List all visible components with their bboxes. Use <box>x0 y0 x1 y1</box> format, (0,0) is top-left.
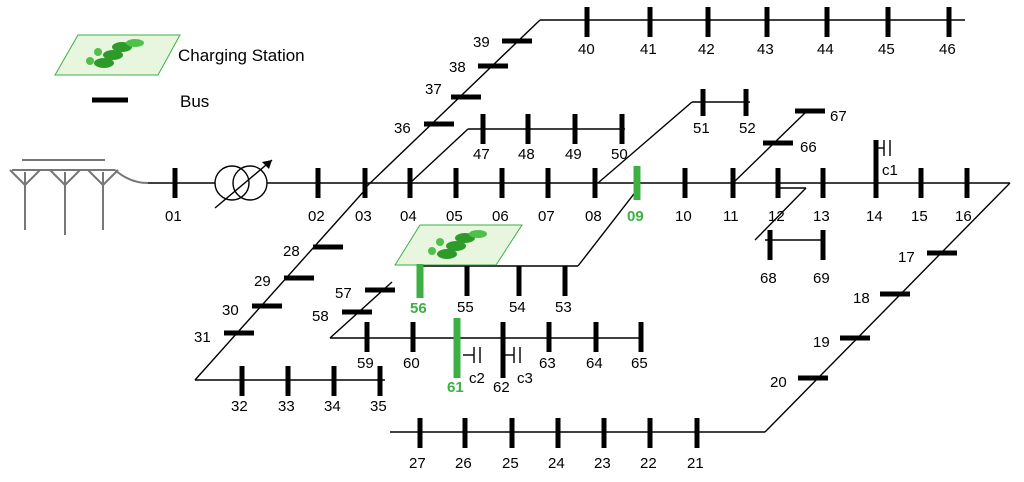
bus-label-45: 45 <box>878 41 895 58</box>
bus-label-35: 35 <box>370 398 387 415</box>
bus-label-30: 30 <box>222 302 239 319</box>
bus-label-34: 34 <box>324 398 341 415</box>
bus-label-57: 57 <box>335 285 352 302</box>
bus-label-04: 04 <box>400 208 417 225</box>
bus-label-58: 58 <box>312 308 329 325</box>
bus-label-44: 44 <box>817 41 834 58</box>
bus-label-27: 27 <box>409 455 426 472</box>
bus-label-14: 14 <box>866 208 883 225</box>
bus-label-09: 09 <box>627 208 644 225</box>
bus-markers <box>172 7 970 448</box>
bus-label-21: 21 <box>687 455 704 472</box>
bus-labels: 01 02 03 04 05 06 07 08 09 10 11 12 13 1… <box>165 34 972 472</box>
charging-station-icon <box>54 34 181 76</box>
bus-label-31: 31 <box>194 329 211 346</box>
bus-label-16: 16 <box>955 208 972 225</box>
bus-label-10: 10 <box>675 208 692 225</box>
bus-label-26: 26 <box>455 455 472 472</box>
bus-label-52: 52 <box>739 120 756 137</box>
bus-label-61: 61 <box>447 379 464 396</box>
bus-label-46: 46 <box>939 41 956 58</box>
bus-label-20: 20 <box>770 374 787 391</box>
bus-label-03: 03 <box>355 208 372 225</box>
bus-label-11: 11 <box>723 208 739 225</box>
capacitor-label-c2: c2 <box>469 370 485 387</box>
bus-label-60: 60 <box>403 355 420 372</box>
bus-label-29: 29 <box>254 273 271 290</box>
bus-label-37: 37 <box>425 81 442 98</box>
capacitor-label-c1: c1 <box>882 162 898 179</box>
bus-label-53: 53 <box>555 299 572 316</box>
bus-label-68: 68 <box>760 270 777 287</box>
charging-station-icon <box>394 224 523 266</box>
bus-label-38: 38 <box>449 59 466 76</box>
bus-label-28: 28 <box>283 243 300 260</box>
bus-label-19: 19 <box>813 334 830 351</box>
bus-label-15: 15 <box>911 208 928 225</box>
bus-label-62: 62 <box>493 379 510 396</box>
bus-label-18: 18 <box>853 290 870 307</box>
bus-label-23: 23 <box>594 455 611 472</box>
bus-label-65: 65 <box>631 355 648 372</box>
transformer-icon <box>214 159 273 209</box>
capacitor-label-c3: c3 <box>517 370 533 387</box>
bus-label-64: 64 <box>586 355 603 372</box>
capacitor-c2 <box>463 347 481 363</box>
bus-label-59: 59 <box>357 355 374 372</box>
legend: Charging Station Bus <box>54 34 305 111</box>
bus-label-67: 67 <box>830 108 847 125</box>
bus-label-05: 05 <box>446 208 463 225</box>
bus-label-50: 50 <box>611 146 628 163</box>
bus-label-55: 55 <box>457 299 474 316</box>
bus-label-33: 33 <box>278 398 295 415</box>
bus-label-02: 02 <box>308 208 325 225</box>
bus-label-41: 41 <box>640 41 657 58</box>
bus-label-06: 06 <box>492 208 509 225</box>
bus-label-24: 24 <box>548 455 565 472</box>
bus-label-56: 56 <box>410 300 427 317</box>
bus-label-51: 51 <box>693 120 710 137</box>
bus-label-69: 69 <box>813 270 830 287</box>
feeder-lines <box>194 19 1011 433</box>
bus-label-48: 48 <box>518 146 535 163</box>
bus-label-42: 42 <box>698 41 715 58</box>
legend-bus-label: Bus <box>180 92 209 111</box>
bus-label-17: 17 <box>898 249 915 266</box>
bus-label-08: 08 <box>585 208 602 225</box>
legend-charging-station-label: Charging Station <box>178 46 305 65</box>
bus-label-22: 22 <box>640 455 657 472</box>
bus-label-47: 47 <box>473 146 490 163</box>
bus-label-32: 32 <box>231 398 248 415</box>
bus-label-63: 63 <box>539 355 556 372</box>
bus-label-01: 01 <box>165 208 182 225</box>
bus-label-25: 25 <box>502 455 519 472</box>
bus-label-13: 13 <box>813 208 830 225</box>
transmission-tower-icon <box>9 159 149 235</box>
bus-label-49: 49 <box>565 146 582 163</box>
bus-label-43: 43 <box>757 41 774 58</box>
bus-label-66: 66 <box>800 139 817 156</box>
bus-label-36: 36 <box>394 120 411 137</box>
bus-label-12: 12 <box>768 208 785 225</box>
bus-label-54: 54 <box>509 299 526 316</box>
capacitor-c3 <box>505 347 521 363</box>
bus-label-40: 40 <box>578 41 595 58</box>
bus-label-07: 07 <box>538 208 555 225</box>
bus-label-39: 39 <box>473 34 490 51</box>
